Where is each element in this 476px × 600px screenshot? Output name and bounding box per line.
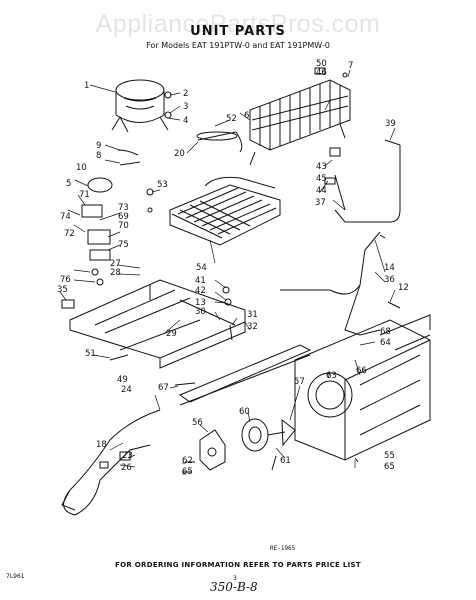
callout-14: 14 — [384, 263, 395, 273]
callout-27: 27 — [110, 259, 121, 269]
callout-10: 10 — [76, 163, 87, 173]
diagram-subtitle: For Models EAT 191PTW-0 and EAT 191PMW-0 — [146, 41, 330, 50]
wiring-harness — [61, 409, 161, 516]
callout-52: 52 — [226, 114, 237, 124]
callout-20: 20 — [174, 149, 185, 159]
callout-35: 35 — [57, 285, 68, 295]
callout-70: 70 — [118, 221, 129, 231]
evaporator-coil — [169, 176, 281, 246]
callout-69: 69 — [118, 212, 129, 222]
callout-55: 55 — [384, 451, 395, 461]
callout-30: 30 — [195, 307, 206, 317]
relay-parts — [81, 149, 141, 261]
drier — [196, 131, 243, 153]
callout-1: 1 — [84, 81, 89, 91]
callout-46: 46 — [316, 68, 327, 78]
callout-68: 68 — [380, 327, 391, 337]
callout-51: 51 — [85, 349, 96, 359]
condenser-coil — [249, 79, 351, 166]
diagram-title: UNIT PARTS — [190, 24, 286, 39]
callout-64: 64 — [380, 338, 391, 348]
callout-56: 56 — [192, 418, 203, 428]
callout-6: 6 — [244, 111, 249, 121]
callout-71: 71 — [79, 190, 90, 200]
callout-9: 9 — [96, 141, 101, 151]
callout-32: 32 — [247, 322, 258, 332]
ordering-footer: FOR ORDERING INFORMATION REFER TO PARTS … — [115, 561, 361, 569]
callout-54: 54 — [196, 263, 207, 273]
small-hardware — [61, 67, 431, 473]
callout-75: 75 — [118, 240, 129, 250]
callout-29: 29 — [166, 329, 177, 339]
callout-43: 43 — [316, 162, 327, 172]
callout-13: 13 — [195, 298, 206, 308]
fan-shroud — [294, 314, 431, 461]
fan-motor — [241, 418, 296, 452]
callout-42: 42 — [195, 286, 206, 296]
callout-50: 50 — [316, 59, 327, 69]
callout-31: 31 — [247, 310, 258, 320]
callout-73: 73 — [118, 203, 129, 213]
callout-63: 63 — [326, 371, 337, 381]
callout-28: 28 — [110, 268, 121, 278]
base-frame — [69, 279, 246, 369]
callout-45: 45 — [316, 174, 327, 184]
callout-49: 49 — [117, 375, 128, 385]
motor-bracket — [199, 429, 226, 471]
callout-67: 67 — [158, 383, 169, 393]
handwritten-note: 350-B-8 — [210, 580, 258, 594]
page-number: 3 — [233, 575, 237, 582]
callout-7: 7 — [348, 61, 353, 71]
callout-65: 65 — [182, 467, 193, 477]
callout-66: 66 — [356, 366, 367, 376]
callout-36: 36 — [384, 275, 395, 285]
tubing — [280, 145, 401, 336]
callout-3: 3 — [183, 102, 188, 112]
callout-57: 57 — [294, 377, 305, 387]
callout-60: 60 — [239, 407, 250, 417]
callout-23: 23 — [122, 451, 133, 461]
callout-53: 53 — [157, 180, 168, 190]
callout-41: 41 — [195, 276, 206, 286]
callout-74: 74 — [60, 212, 71, 222]
callout-8: 8 — [96, 151, 101, 161]
callout-24: 24 — [121, 385, 132, 395]
callout-76: 76 — [60, 275, 71, 285]
callout-44: 44 — [316, 186, 327, 196]
frame-rail — [178, 344, 312, 406]
leader-lines — [59, 69, 396, 475]
callout-4: 4 — [183, 116, 188, 126]
callout-2: 2 — [183, 89, 188, 99]
drawing-code: RE-1965 — [270, 545, 296, 552]
callout-18: 18 — [96, 440, 107, 450]
callout-26: 26 — [121, 463, 132, 473]
callout-61: 61 — [280, 456, 291, 466]
callout-62: 62 — [182, 456, 193, 466]
callout-72: 72 — [64, 229, 75, 239]
callout-65: 65 — [384, 462, 395, 472]
compressor — [111, 79, 169, 133]
watermark: AppliancePartsPros.com — [95, 10, 381, 38]
left-code: 7L961 — [6, 573, 25, 580]
callout-12: 12 — [398, 283, 409, 293]
callout-5: 5 — [66, 179, 71, 189]
callout-39: 39 — [385, 119, 396, 129]
callout-37: 37 — [315, 198, 326, 208]
